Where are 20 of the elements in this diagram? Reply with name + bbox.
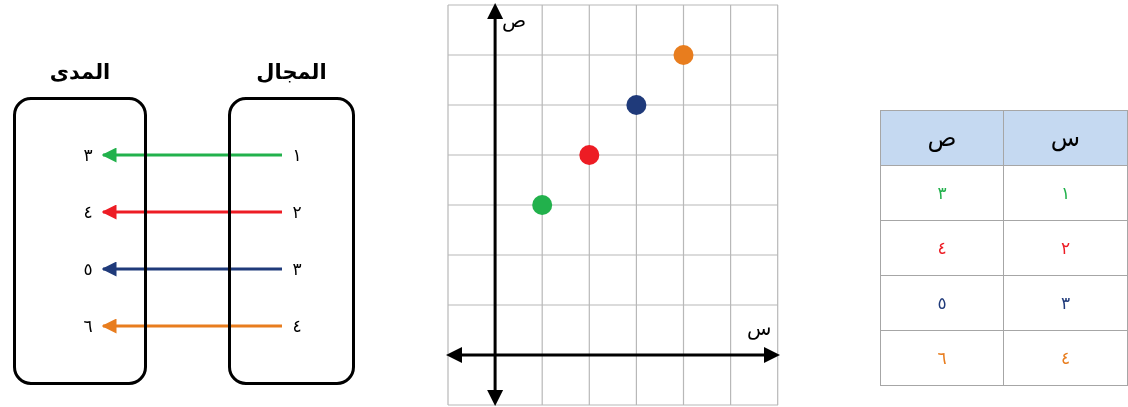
set-element: ٢ (285, 200, 309, 224)
table-cell: ٤ (1003, 330, 1128, 386)
arrow (101, 147, 282, 163)
set-element: ٤ (76, 200, 100, 224)
arrow (101, 318, 282, 334)
set-element: ٥ (76, 257, 100, 281)
axis-label: س (747, 317, 772, 339)
table-header-cell: ص (880, 110, 1004, 166)
set-element: ١ (285, 143, 309, 167)
axis-label: ص (502, 9, 527, 31)
set-heading: المجال (256, 60, 327, 84)
set-element: ٤ (285, 314, 309, 338)
set-element: ٣ (285, 257, 309, 281)
set-element: ٦ (76, 314, 100, 338)
table-header-cell: س (1003, 110, 1128, 166)
arrow (101, 204, 282, 220)
arrow (101, 261, 282, 277)
set-heading: المدى (49, 60, 111, 84)
table-cell: ٦ (880, 330, 1004, 386)
set-element: ٣ (76, 143, 100, 167)
